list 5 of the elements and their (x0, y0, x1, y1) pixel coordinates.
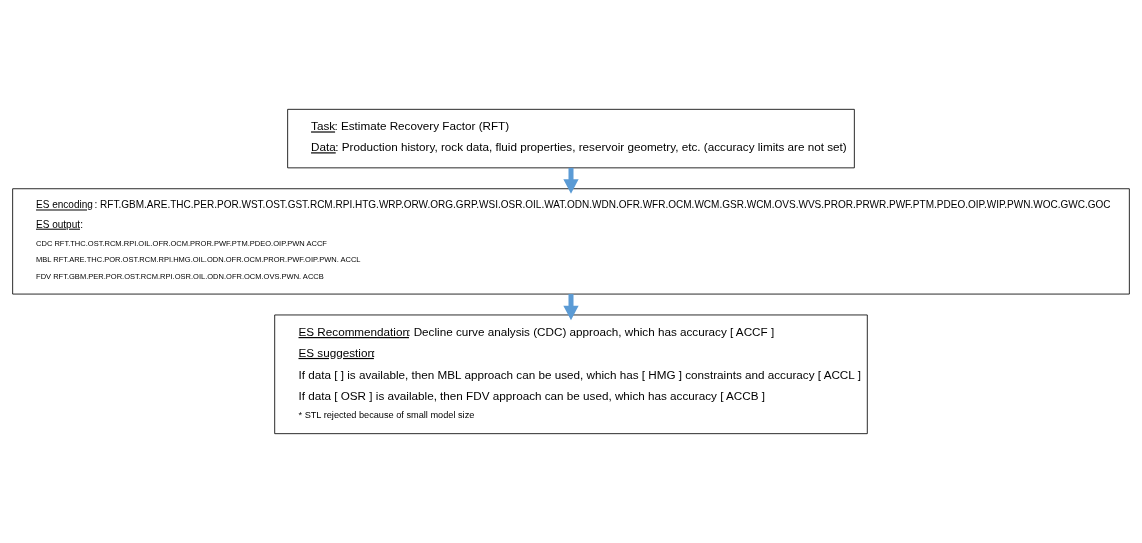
node-box: Task: Estimate Recovery Factor (RFT) Data: Production history, rock data, fluid properties, reservoir geometry, etc. (accuracy limits are not set) (287, 108, 855, 169)
node-box: ES Recommendation: Decline curve analysis (CDC) approach, which has accuracy [ ACCF ] ES suggestion: If data [ ] is available, then MBL approach can be used, which has [ HMG ] constraints and accuracy [ ACCL ] If data [ OSR ] is available, then FDV approach can be used, which has accuracy [ ACCB ] * STL rejected because of small model size (274, 314, 868, 435)
arrow (563, 167, 579, 194)
arrow (563, 294, 579, 321)
node-box: ES encoding: RFT.GBM.ARE.THC.PER.POR.WST.OST.GST.RCM.RPI.HTG.WRP.ORW.ORG.GRP.WSI.OSR.OIL.WAT.ODN.WDN.OFR.WFR.OCM.WCM.GSR.WCM.OVS.WVS.PROR.PRWR.PWF.PTM.PDEO.OIP.WIP.PWN.WOC.GWC.GOC ES output: CDC RFT.THC.OST.RCM.RPI.OIL.OFR.OCM.PROR.PWF.PTM.PDEO.OIP.PWN ACCF MBL RFT.ARE.THC.POR.OST.RCM.RPI.HMG.OIL.ODN.OFR.OCM.PROR.PWF.OIP.PWN. ACCL FDV RFT.GBM.PER.POR.OST.RCM.RPI.OSR.OIL.ODN.OFR.OCM.OVS.PWN. ACCB (12, 188, 1130, 295)
